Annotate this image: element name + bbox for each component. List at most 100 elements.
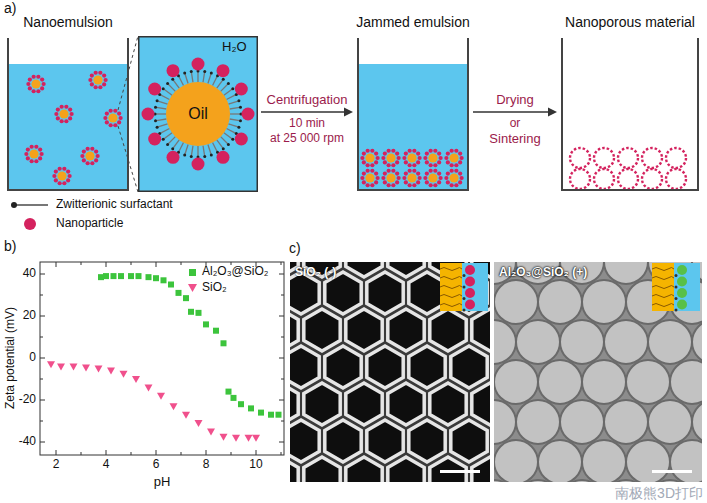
y-tick-label: 40 [23,267,36,281]
panel-letter: b) [4,238,16,254]
surfactant-head [675,274,678,277]
arrow-head [548,108,557,117]
nanoparticle [465,300,475,310]
cell-bubble [494,400,516,444]
cell-bubble [538,360,582,404]
nanoparticle [374,151,378,155]
surfactant-head [675,297,678,300]
cell-bubble [692,320,702,364]
scale-bar [652,470,692,473]
nanoparticle [148,83,161,96]
nanoparticle [677,277,687,287]
nanoparticle [677,300,687,310]
nanoparticle [433,163,437,167]
pore-hexagon [325,420,361,462]
oil-droplet [93,75,102,84]
sem-image-al2o3 [494,262,702,482]
cell-bubble [648,480,692,482]
nanoparticle [119,116,123,120]
nanoparticle [148,133,161,146]
nanoparticle [34,145,38,149]
y-tick-label: 20 [23,309,36,323]
nanoparticle [446,171,450,175]
x-tick [131,262,132,265]
nanoparticle [370,149,374,153]
pore-hexagon [346,383,382,425]
legend-swatch [24,218,36,230]
surfactant-tail [161,129,170,134]
nanoparticle [397,156,401,160]
nanoparticle [437,180,441,184]
nanoparticle [54,169,58,173]
cell-bubble [604,400,648,444]
cell-bubble [692,400,702,444]
nanoparticle [408,149,412,153]
x-tick [81,452,82,455]
pore-hexagon [304,383,340,425]
x-tick-label: 2 [53,458,60,472]
nanoparticle [66,178,70,182]
process-step: Centrifugation [267,93,348,108]
y-tick [279,400,284,401]
nanoparticle [68,116,72,120]
surfactant-tail [652,286,674,289]
pore-hexagon [409,420,445,462]
watermark: 南极熊3D打印 [615,485,703,501]
zeta-chart [40,262,284,455]
nanoparticle [96,154,100,158]
pore-hexagon [346,457,382,482]
y-tick [40,316,45,317]
surfactant-head [162,87,165,90]
sio2-point [157,393,165,400]
nanoparticle [381,156,385,160]
nanoparticle [465,277,475,287]
pore-hexagon [388,457,424,482]
surfactant-tail [221,137,228,144]
nanoparticle [458,160,462,164]
nanoparticle [26,147,30,151]
nanoparticle [142,108,155,121]
nanoparticle [418,156,422,160]
nanoparticle [82,149,86,153]
nanoparticle [395,160,399,164]
cell-bubble [494,480,516,482]
y-tick [279,358,284,359]
nanoparticle [109,109,113,113]
process-arrow [473,108,557,117]
nanoparticle [408,183,412,187]
image-label: Al₂O₃@SiO₂ (+) [499,266,587,280]
x-tick [156,262,157,267]
nanoparticle [458,171,462,175]
y-tick-label: -20 [19,393,36,407]
nanoparticle [408,163,412,167]
contents [570,148,686,189]
nanoparticle [429,163,433,167]
pore [570,148,590,168]
inset-water [652,263,700,311]
nanoparticle [113,109,117,113]
cell-bubble [626,440,670,482]
oil-droplet [29,149,38,158]
cell-bubble [604,320,648,364]
pore-hexagon [290,457,298,482]
nanoparticle [366,163,370,167]
nanoparticle [30,159,34,163]
nanoparticle [444,156,448,160]
arrow-line [261,111,345,113]
y-tick [40,400,45,401]
al2o3-point [203,321,209,327]
nanoparticle [395,151,399,155]
nanoparticle [376,176,380,180]
pore-hexagon [367,346,403,388]
nanoparticle [70,112,74,116]
nanoparticle [103,116,107,120]
sio2-point [47,361,55,368]
surfactant-tail [173,140,179,148]
nanoparticle [52,174,56,178]
nanoparticle [677,288,687,298]
nanoparticle [404,151,408,155]
surfactant-tail [185,74,188,84]
y-tick [40,337,43,338]
beaker-drawing [560,14,700,192]
nanoparticle [412,149,416,153]
